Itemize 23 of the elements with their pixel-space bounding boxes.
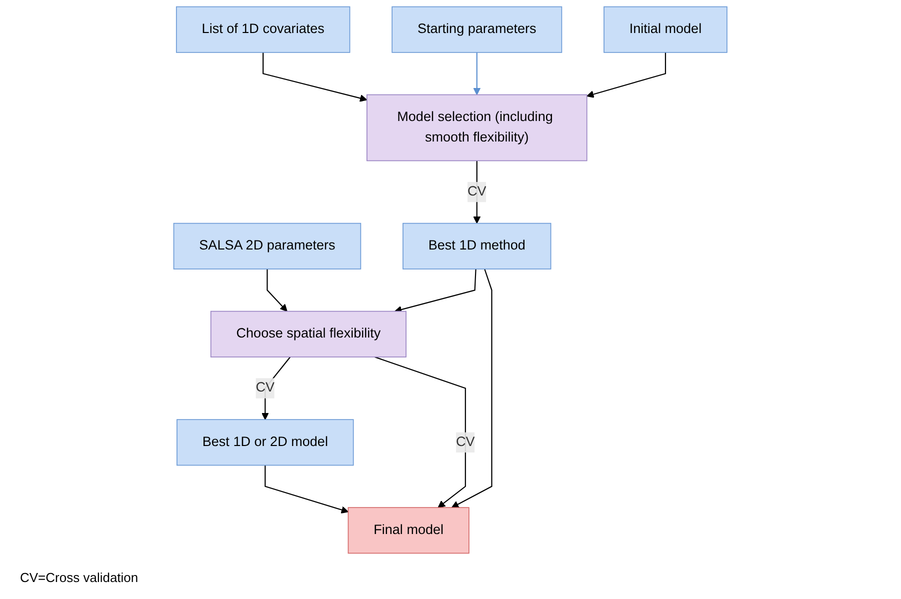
edge-label: CV (256, 380, 275, 396)
node-box: Model selection (including smooth flexibility) (366, 94, 588, 162)
note-text: CV=Cross validation (20, 570, 138, 585)
arrow (262, 356, 291, 420)
arrow (374, 356, 466, 508)
node-box: Final model (348, 507, 470, 554)
node-box: Choose spatial flexibility (210, 310, 407, 358)
edge-label: CV (456, 434, 475, 450)
node-box: Best 1D method (402, 222, 552, 270)
edge-label: CV (468, 184, 486, 199)
arrow (264, 465, 349, 514)
arrow (473, 160, 481, 224)
arrow (473, 52, 481, 96)
node-box: List of 1D covariates (176, 6, 350, 53)
node-box: Starting parameters (392, 6, 562, 53)
arrow (452, 268, 492, 508)
arrow (262, 52, 368, 102)
arrow (266, 269, 288, 312)
node-box: Best 1D or 2D model (176, 419, 354, 466)
arrow (394, 268, 476, 314)
node-box: SALSA 2D parameters (173, 222, 362, 270)
arrow (586, 52, 666, 98)
node-box: Initial model (604, 6, 728, 53)
